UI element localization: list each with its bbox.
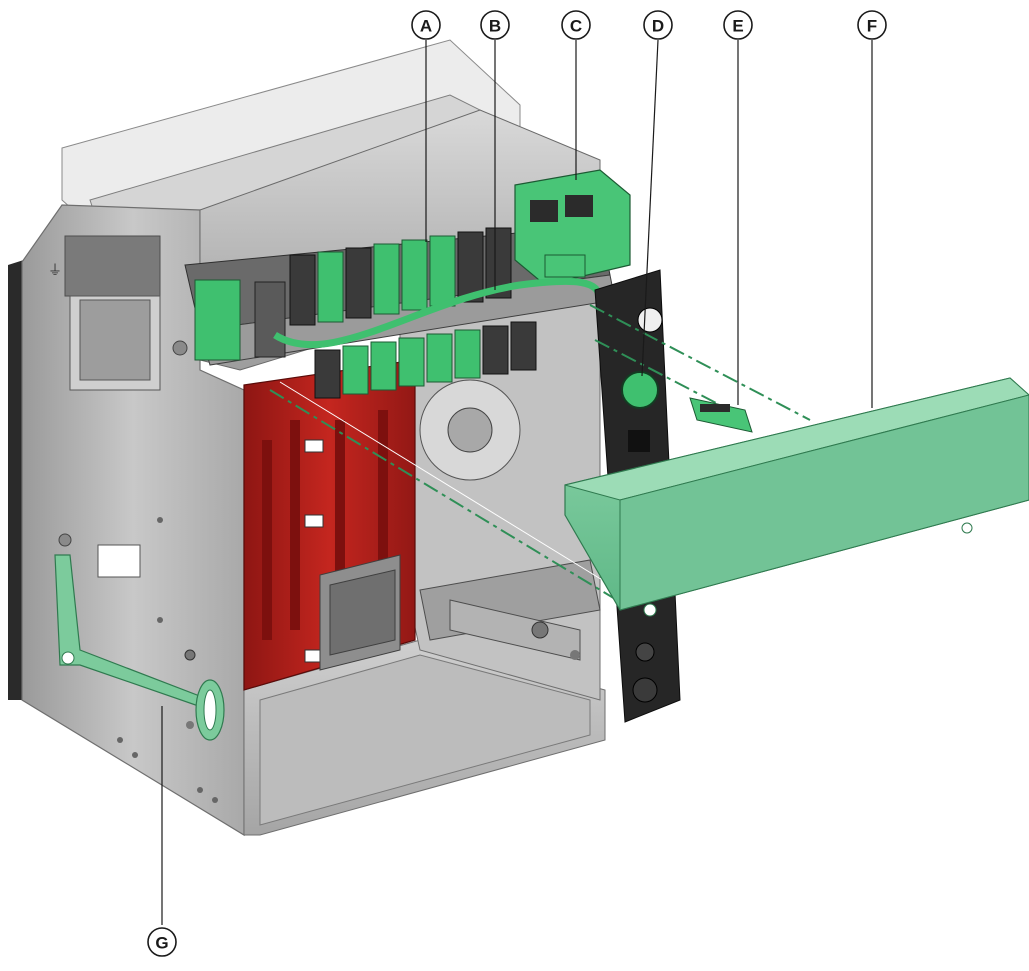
communication-module (514, 169, 631, 286)
plug-connector-e (689, 397, 753, 433)
callout-label-d: D (652, 17, 664, 36)
callout-e: E (723, 10, 753, 40)
callout-label-g: G (155, 934, 168, 953)
callout-d: D (643, 10, 673, 40)
racking-handle-g (54, 554, 225, 741)
callout-a: A (411, 10, 441, 40)
callout-label-f: F (867, 17, 877, 36)
callout-label-a: A (420, 17, 432, 36)
chassis-right-mechanism (399, 279, 601, 701)
callout-c: C (561, 10, 591, 40)
assembly-guide-lines (269, 304, 811, 606)
label-plate (97, 544, 141, 578)
callout-g: G (147, 927, 177, 957)
callout-b: B (480, 10, 510, 40)
ribbon-cable (273, 277, 604, 349)
breaker-red-body (243, 359, 416, 691)
auxiliary-connectors (194, 227, 537, 399)
callout-label-c: C (570, 17, 582, 36)
chassis-left-side-plate: ⏚ (21, 204, 245, 837)
callout-label-b: B (489, 17, 501, 36)
protective-cover-f (564, 377, 1029, 617)
callout-f: F (857, 10, 887, 40)
handle-slot (64, 235, 161, 297)
callout-label-e: E (732, 17, 743, 36)
ground-symbol-icon: ⏚ (48, 263, 62, 279)
callout-leaders (161, 39, 873, 925)
